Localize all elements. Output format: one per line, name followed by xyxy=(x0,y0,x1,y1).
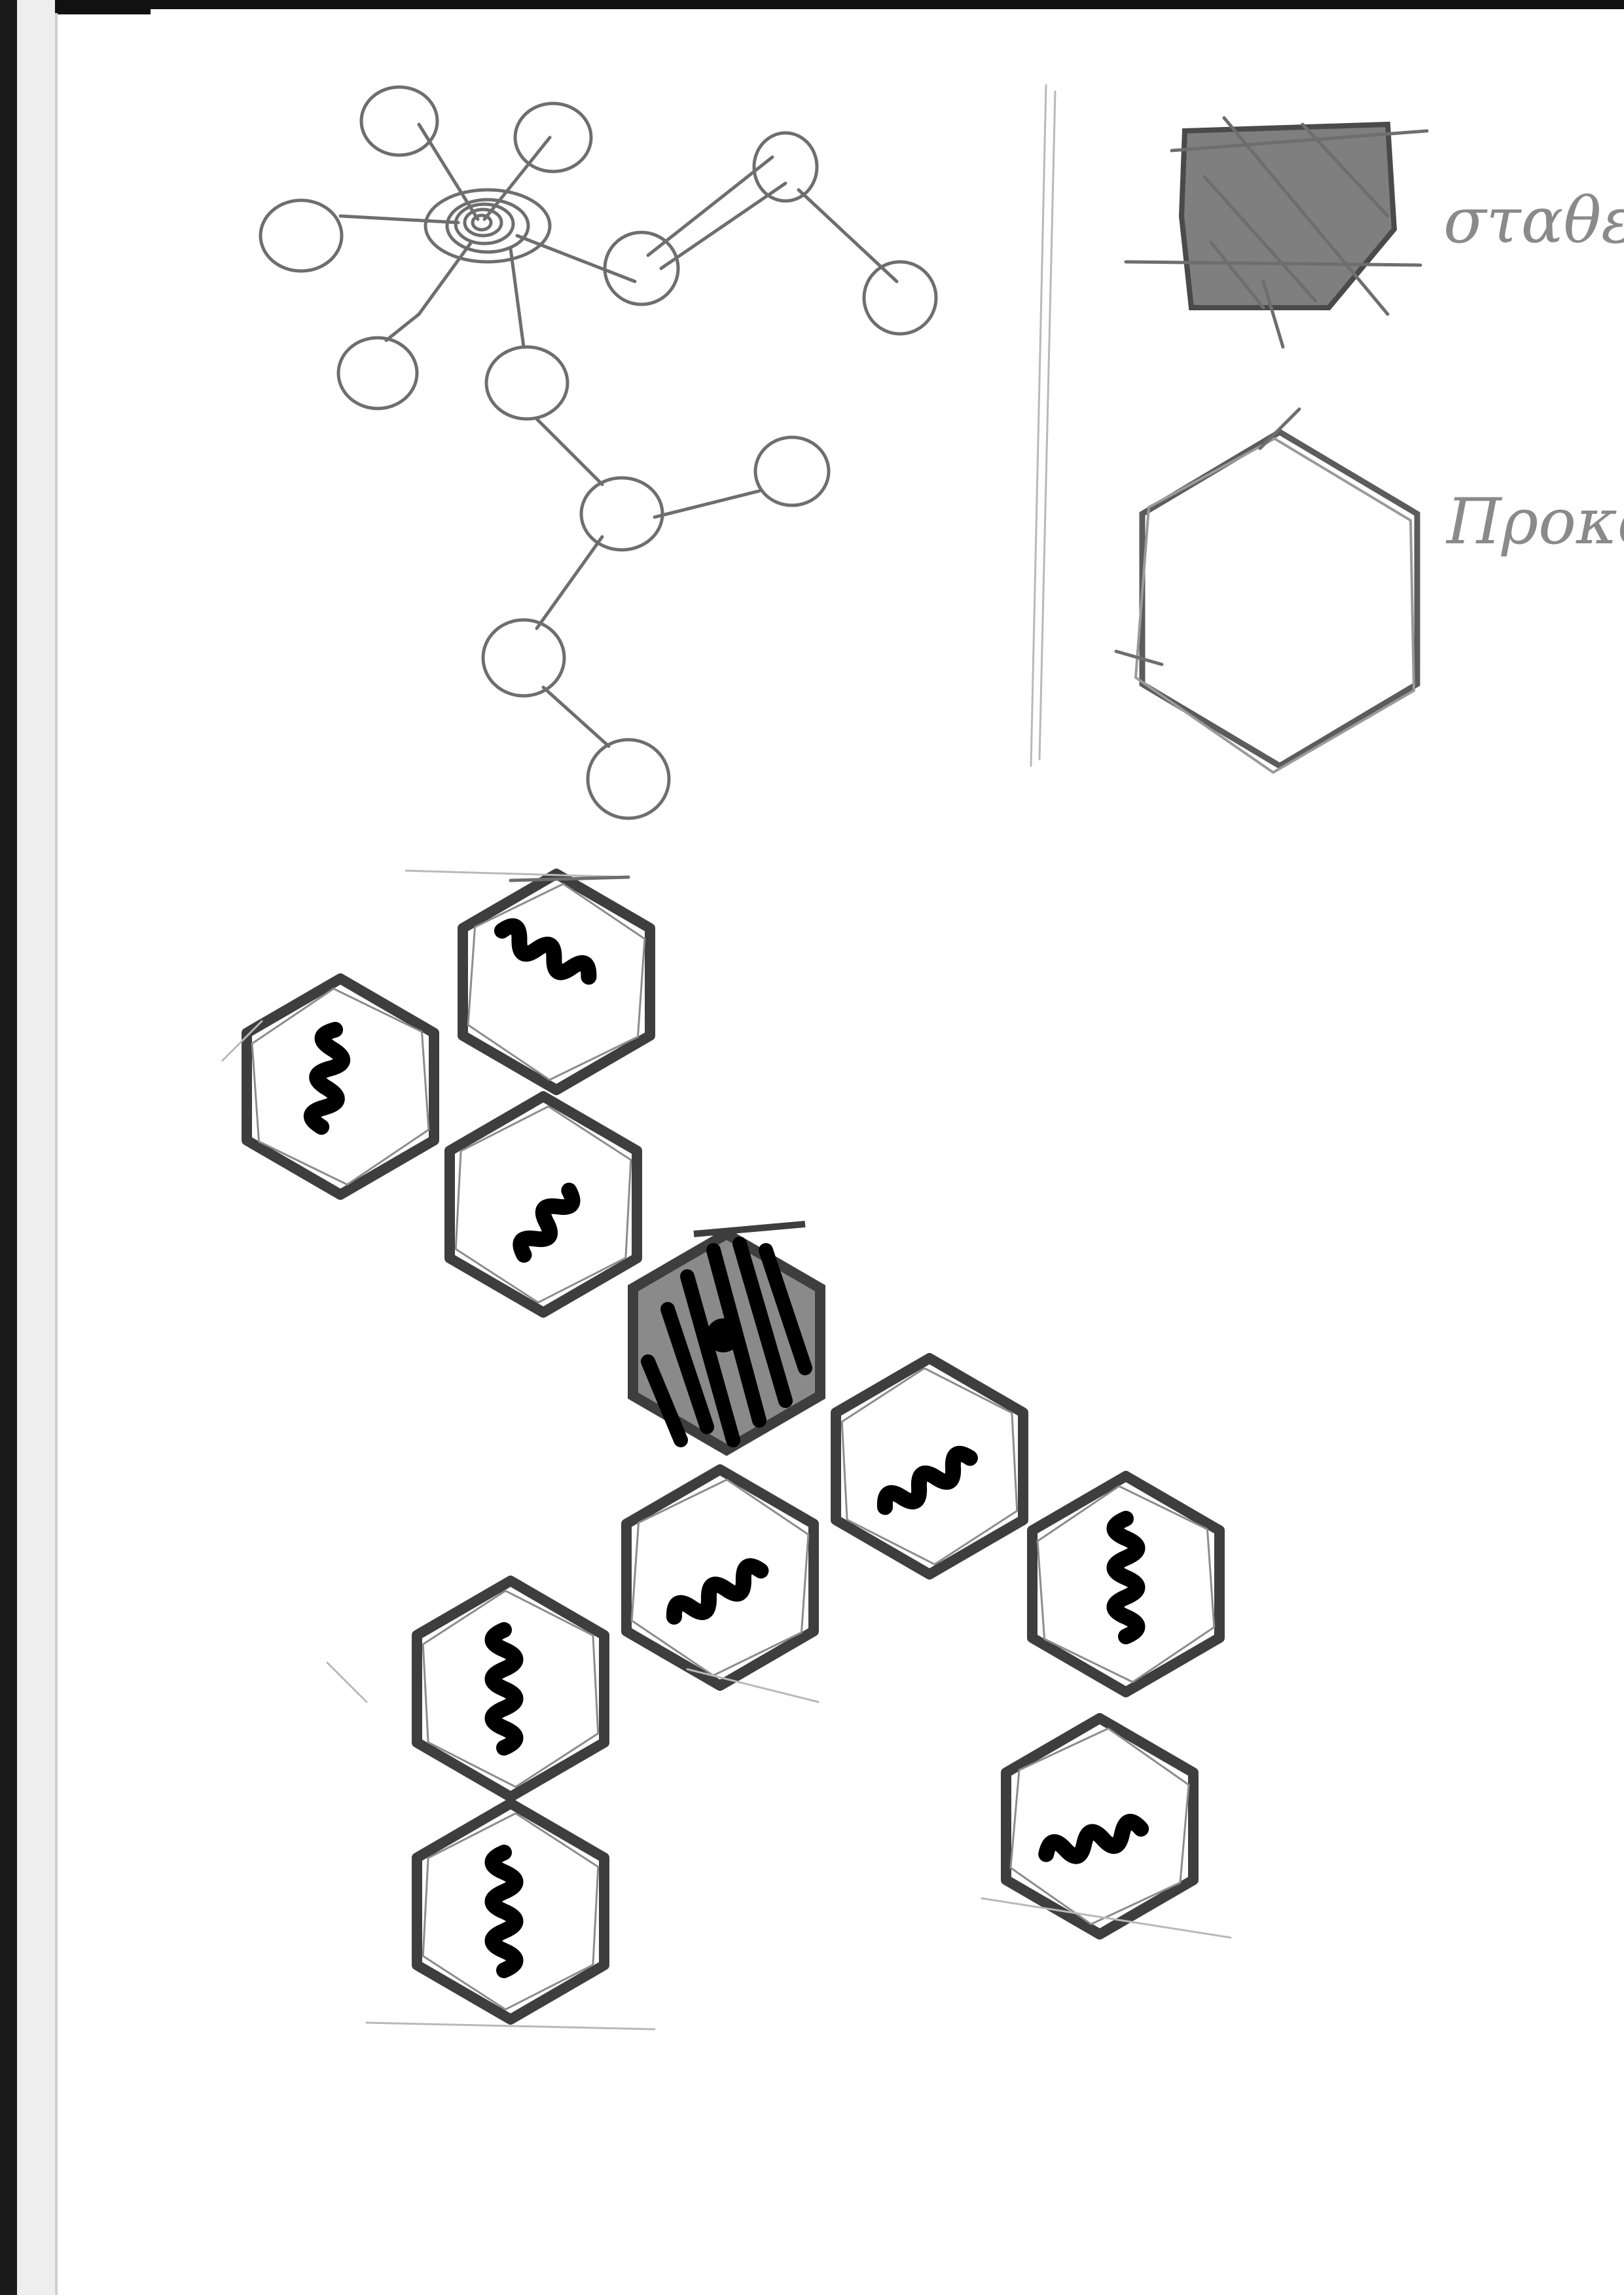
hex-cell xyxy=(417,1581,604,1797)
sketch-strokes xyxy=(221,869,1232,2031)
legend-fixed-hex xyxy=(1124,116,1429,349)
hex-cell xyxy=(836,1358,1023,1574)
network-sketch xyxy=(259,85,938,820)
hex-cell xyxy=(417,1803,604,2019)
network-links xyxy=(338,122,899,748)
hex-cell xyxy=(1032,1476,1219,1692)
hex-cell xyxy=(1006,1718,1193,1934)
legend-removable-label: Προκατ. xyxy=(1445,485,1624,558)
hub-node xyxy=(424,188,552,264)
legend-removable-hex xyxy=(1114,407,1420,774)
hex-cell-fixed xyxy=(633,1221,820,1450)
legend-removable: Προκατ. xyxy=(1114,407,1624,774)
hex-cell xyxy=(463,874,650,1090)
honeycomb-plan xyxy=(221,869,1232,2031)
legend-fixed: σταθερή xyxy=(1124,116,1624,349)
network-nodes xyxy=(259,85,938,820)
hex-cell xyxy=(626,1470,814,1686)
separator-line xyxy=(1030,84,1056,767)
hex-cell xyxy=(247,979,434,1195)
hex-cell xyxy=(450,1096,637,1312)
legend-fixed-label: σταθερή xyxy=(1443,184,1624,257)
